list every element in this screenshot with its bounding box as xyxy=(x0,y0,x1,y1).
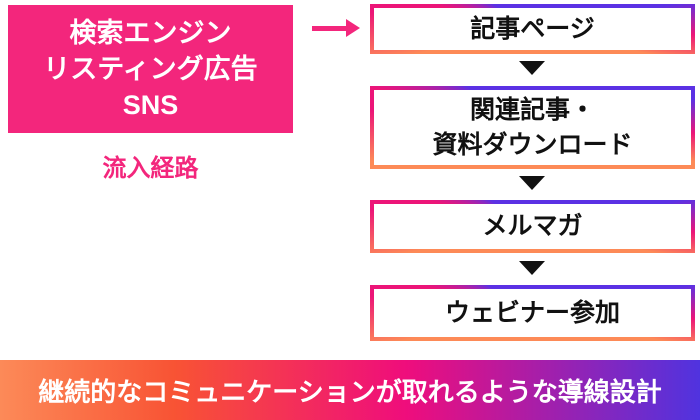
step-related-articles-download: 関連記事・ 資料ダウンロード xyxy=(370,86,695,169)
footer-banner: 継続的なコミュニケーションが取れるような導線設計 xyxy=(0,360,700,420)
step-label: ウェビナー参加 xyxy=(444,298,620,327)
right-arrow-head xyxy=(346,19,360,37)
down-triangle-icon xyxy=(519,61,545,75)
step-label: メルマガ xyxy=(482,212,583,240)
traffic-source-line: リスティング広告 xyxy=(43,54,258,84)
traffic-source-box: 検索エンジン リスティング広告 SNS xyxy=(8,5,293,133)
step-article-page: 記事ページ xyxy=(370,4,695,54)
step-label-line: 関連記事・ xyxy=(469,95,595,124)
traffic-source-line: SNS xyxy=(122,90,179,120)
step-webinar: ウェビナー参加 xyxy=(370,285,695,341)
traffic-source-caption: 流入経路 xyxy=(102,155,199,182)
traffic-source-line: 検索エンジン xyxy=(69,18,232,48)
step-label-line: 資料ダウンロード xyxy=(432,130,633,159)
down-triangle-icon xyxy=(519,176,545,190)
right-arrow-icon xyxy=(312,19,360,37)
step-label: 記事ページ xyxy=(470,14,595,43)
footer-banner-text: 継続的なコミュニケーションが取れるような導線設計 xyxy=(38,376,662,407)
step-newsletter: メルマガ xyxy=(370,200,695,253)
down-triangle-icon xyxy=(519,261,545,275)
right-arrow-shaft xyxy=(312,26,348,31)
